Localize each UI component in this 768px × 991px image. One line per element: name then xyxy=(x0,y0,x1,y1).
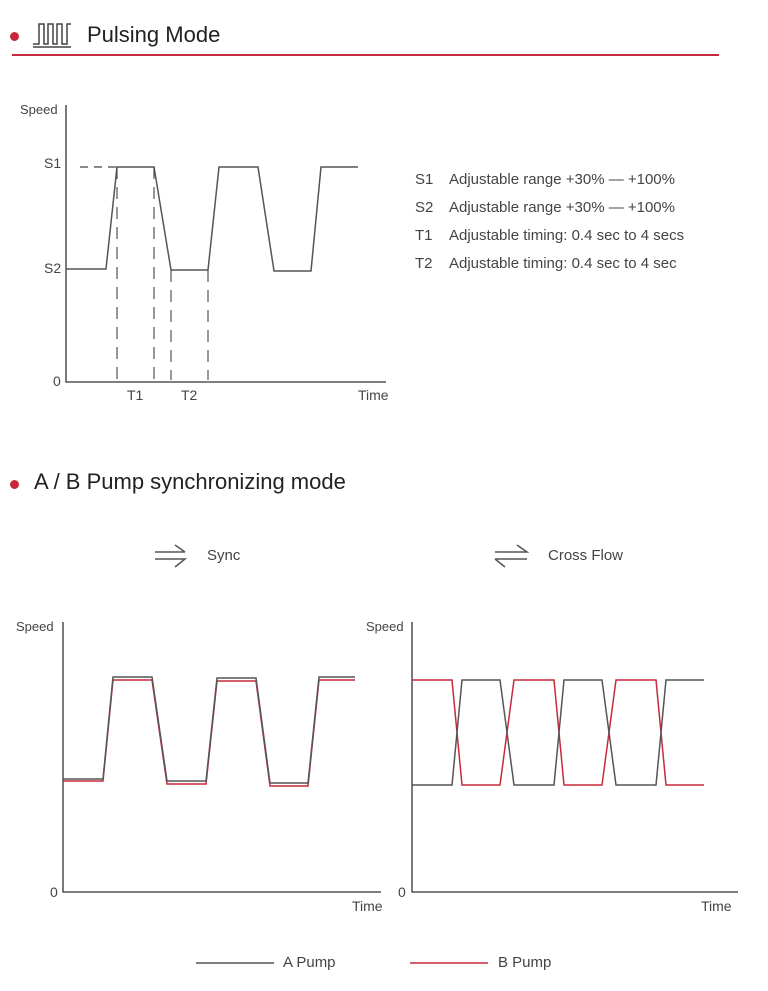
cross-origin: 0 xyxy=(398,884,406,900)
spec-text: Adjustable range +30% — +100% xyxy=(449,199,675,216)
cross-a-pump-line xyxy=(412,679,704,786)
sync-label: Sync xyxy=(207,547,241,564)
cross-axes xyxy=(411,622,738,893)
spec-text: Adjustable range +30% — +100% xyxy=(449,171,675,188)
spec-t1: T1 Adjustable timing: 0.4 sec to 4 secs xyxy=(415,222,684,250)
t1-label: T1 xyxy=(127,387,144,403)
spec-key: T1 xyxy=(415,227,433,244)
cross-flow-arrows-icon xyxy=(494,544,530,568)
s1-label: S1 xyxy=(44,155,62,171)
legend-b-pump: B Pump xyxy=(498,954,552,971)
bullet xyxy=(10,32,19,41)
spec-key: S2 xyxy=(415,199,434,216)
sync-arrows-icon xyxy=(155,544,188,568)
cross-x-label: Time xyxy=(701,898,732,914)
spec-s2: S2 Adjustable range +30% — +100% xyxy=(415,194,684,222)
sync-y-label: Speed xyxy=(16,619,54,634)
spec-t2: T2 Adjustable timing: 0.4 sec to 4 sec xyxy=(415,250,684,278)
spec-s1: S1 Adjustable range +30% — +100% xyxy=(415,166,684,194)
legend-a-pump: A Pump xyxy=(283,954,336,971)
sync-origin: 0 xyxy=(50,884,58,900)
section-title-sync: A / B Pump synchronizing mode xyxy=(34,469,346,494)
bullet xyxy=(10,480,19,489)
x-axis-label: Time xyxy=(358,387,389,403)
spec-key: S1 xyxy=(415,171,434,188)
t2-label: T2 xyxy=(181,387,198,403)
spec-text: Adjustable timing: 0.4 sec to 4 sec xyxy=(449,255,677,272)
origin-label: 0 xyxy=(53,373,61,389)
section-title-pulsing: Pulsing Mode xyxy=(87,22,221,47)
spec-text: Adjustable timing: 0.4 sec to 4 secs xyxy=(449,227,685,244)
s2-label: S2 xyxy=(44,260,62,276)
sync-axes xyxy=(62,622,381,893)
cross-y-label: Speed xyxy=(366,619,404,634)
cross-flow-label: Cross Flow xyxy=(548,547,624,564)
pulsing-axes xyxy=(65,105,386,383)
cross-b-pump-line xyxy=(412,679,704,786)
pulsing-waveform xyxy=(66,166,358,272)
sync-x-label: Time xyxy=(352,898,383,914)
sync-a-pump-line xyxy=(63,676,355,784)
y-axis-label: Speed xyxy=(20,102,58,117)
spec-key: T2 xyxy=(415,255,433,272)
